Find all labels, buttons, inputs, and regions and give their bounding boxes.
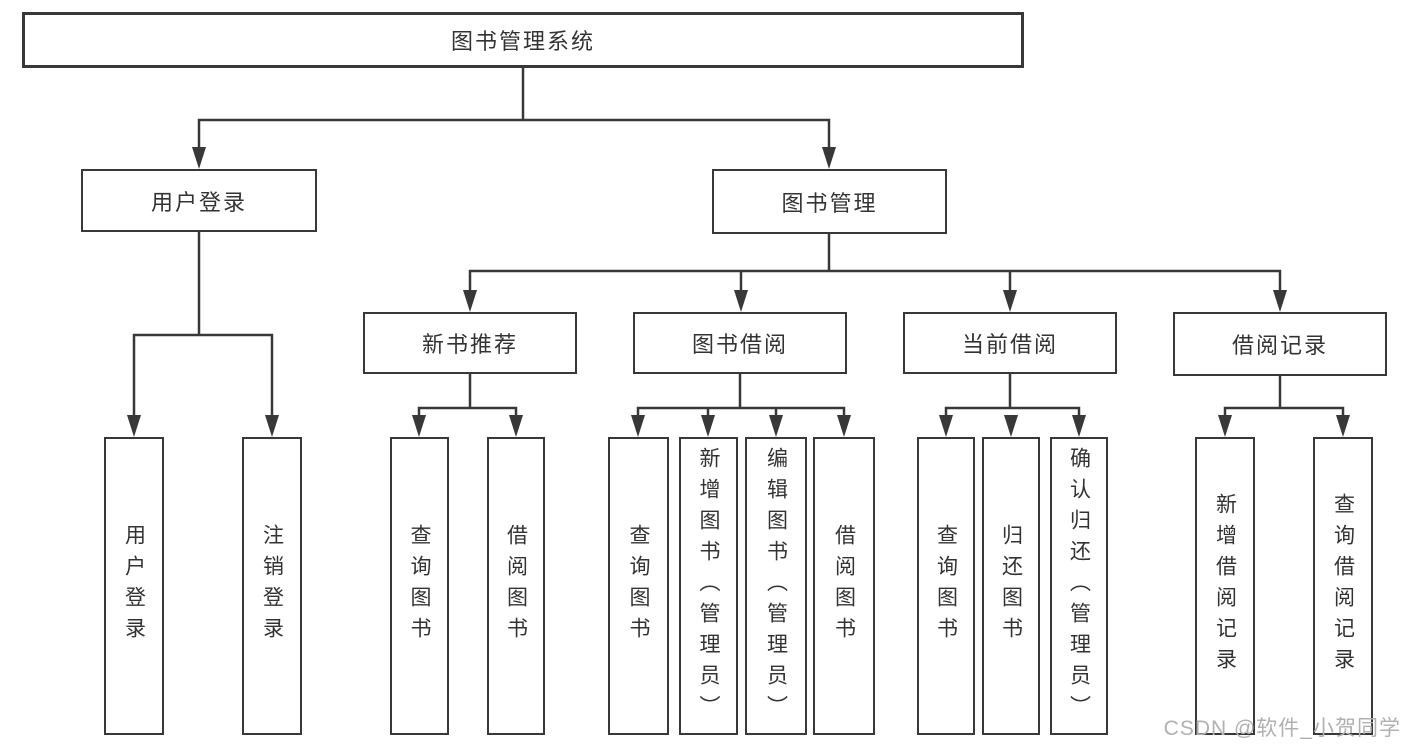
node-borrow-record: 借阅记录 [1173,312,1387,376]
node-user-login: 用户登录 [81,169,317,232]
leaf-borrow-add-book-admin: 新增图书（管理员） [679,437,738,735]
leaf-current-query-book: 查询图书 [917,437,975,735]
leaf-borrow-query-book: 查询图书 [608,437,669,735]
node-current-borrow: 当前借阅 [903,312,1117,374]
csdn-watermark: CSDN @软件_小贺同学 [1163,717,1401,740]
leaf-record-add: 新增借阅记录 [1195,437,1255,735]
leaf-record-query: 查询借阅记录 [1313,437,1373,735]
leaf-newbook-borrow-book: 借阅图书 [487,437,545,735]
leaf-user-login: 用户登录 [104,437,164,735]
leaf-current-confirm-return-admin: 确认归还（管理员） [1050,437,1108,735]
leaf-borrow-borrow-book: 借阅图书 [813,437,875,735]
node-library-system: 图书管理系统 [22,12,1024,68]
node-new-book-recommend: 新书推荐 [363,312,577,374]
node-book-management: 图书管理 [712,169,947,234]
leaf-newbook-query-book: 查询图书 [390,437,449,735]
leaf-logout: 注销登录 [242,437,302,735]
leaf-current-return-book: 归还图书 [982,437,1040,735]
leaf-borrow-edit-book-admin: 编辑图书（管理员） [745,437,807,735]
node-book-borrow: 图书借阅 [633,312,847,374]
arrowhead-icons [127,147,1350,437]
